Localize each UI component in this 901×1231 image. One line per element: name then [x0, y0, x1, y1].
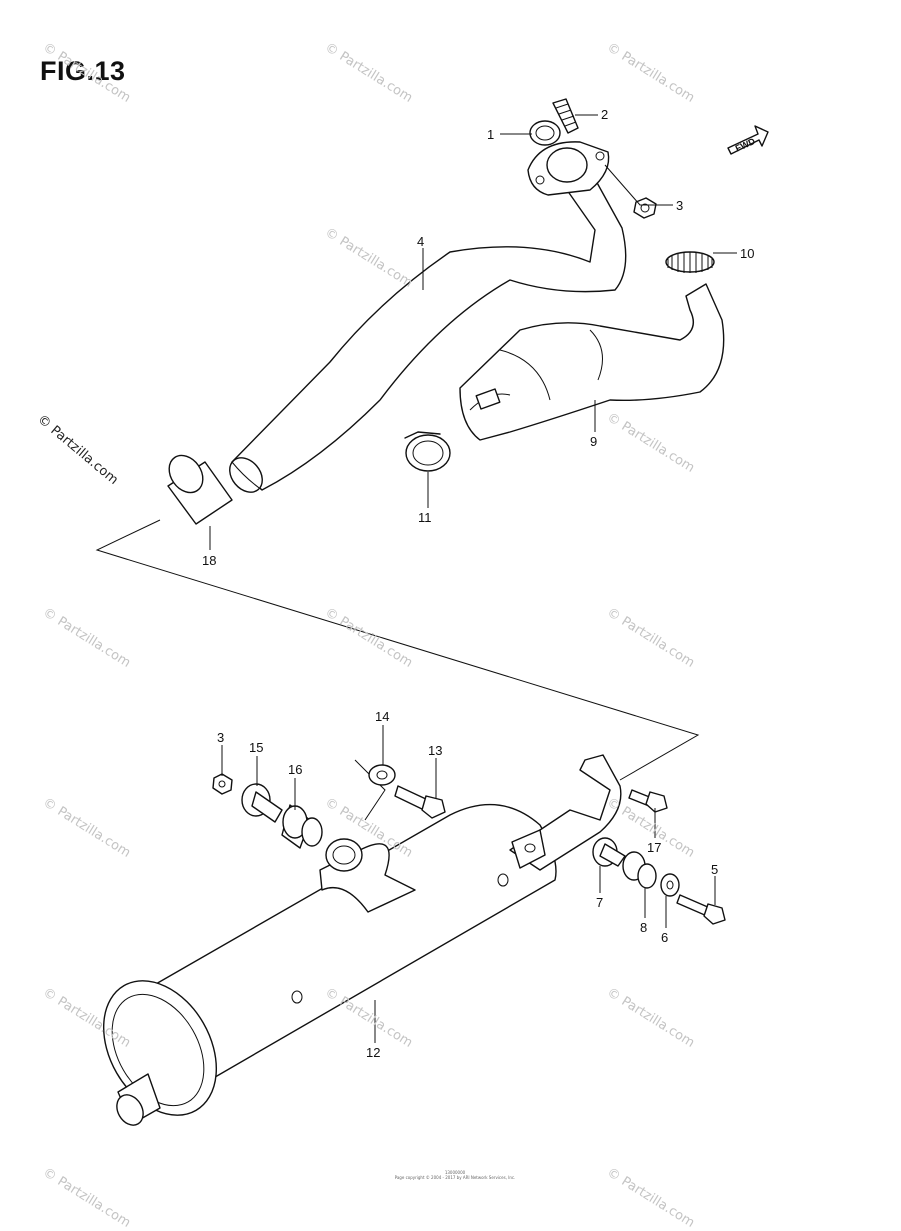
- part-13-bolt[interactable]: [394, 785, 446, 819]
- pipe-flange: [527, 141, 610, 196]
- part-6-washer[interactable]: [660, 873, 680, 897]
- fwd-label: FWD: [734, 136, 757, 154]
- callout-1: 1: [487, 127, 494, 142]
- part-5-bolt[interactable]: [676, 894, 726, 925]
- callout-9: 9: [590, 434, 597, 449]
- part-1-gasket[interactable]: [529, 120, 561, 146]
- callout-labels: 1 2 3 4 9 10 11 18 3 15 16 14 13 17 5 7 …: [202, 107, 754, 1060]
- part-10-clamp[interactable]: [665, 251, 715, 273]
- copyright-footer: 13000000 Page copyright © 2004 - 2017 by…: [385, 1170, 525, 1180]
- callout-13: 13: [428, 743, 442, 758]
- callout-2: 2: [601, 107, 608, 122]
- callout-17: 17: [647, 840, 661, 855]
- exhaust-parts-diagram: FWD: [81, 98, 769, 1136]
- part-15-collar[interactable]: [241, 783, 283, 823]
- footer-code: 13000000: [444, 1170, 466, 1175]
- callout-16: 16: [288, 762, 302, 777]
- part-2-stud-bolt[interactable]: [552, 98, 579, 134]
- callout-5: 5: [711, 862, 718, 877]
- callout-15: 15: [249, 740, 263, 755]
- part-4-exhaust-pipe[interactable]: [223, 169, 627, 499]
- callout-3-lower: 3: [217, 730, 224, 745]
- footer-copyright: Page copyright © 2004 - 2017 by ARI Netw…: [394, 1175, 516, 1180]
- callout-12: 12: [366, 1045, 380, 1060]
- leader-lines: [209, 114, 737, 1043]
- part-9-heat-shield[interactable]: [459, 283, 725, 441]
- part-16-grommet[interactable]: [281, 804, 323, 849]
- callout-10: 10: [740, 246, 754, 261]
- fwd-arrow-icon: FWD: [727, 125, 769, 155]
- figure-title: FIG.13: [40, 56, 126, 86]
- callout-6: 6: [661, 930, 668, 945]
- callout-3-upper: 3: [676, 198, 683, 213]
- callout-14: 14: [375, 709, 389, 724]
- part-17-bolt[interactable]: [628, 789, 668, 813]
- assembly-link-line: [95, 519, 700, 781]
- callout-8: 8: [640, 920, 647, 935]
- callout-18: 18: [202, 553, 216, 568]
- part-8-grommet[interactable]: [622, 851, 657, 889]
- part-14-washer[interactable]: [368, 764, 396, 786]
- callout-7: 7: [596, 895, 603, 910]
- part-3-nut[interactable]: [633, 197, 657, 219]
- muffler-front-bracket: [319, 759, 416, 913]
- callout-11: 11: [418, 510, 432, 525]
- part-3-mount-nut[interactable]: [212, 773, 233, 795]
- part-12-muffler[interactable]: [81, 803, 557, 1136]
- callout-4: 4: [417, 234, 424, 249]
- part-18-joint-sleeve[interactable]: [162, 449, 233, 525]
- muffler-inlet-pipe: [509, 754, 622, 871]
- part-7-collar[interactable]: [592, 837, 626, 867]
- part-11-hose-clamp[interactable]: [404, 431, 451, 472]
